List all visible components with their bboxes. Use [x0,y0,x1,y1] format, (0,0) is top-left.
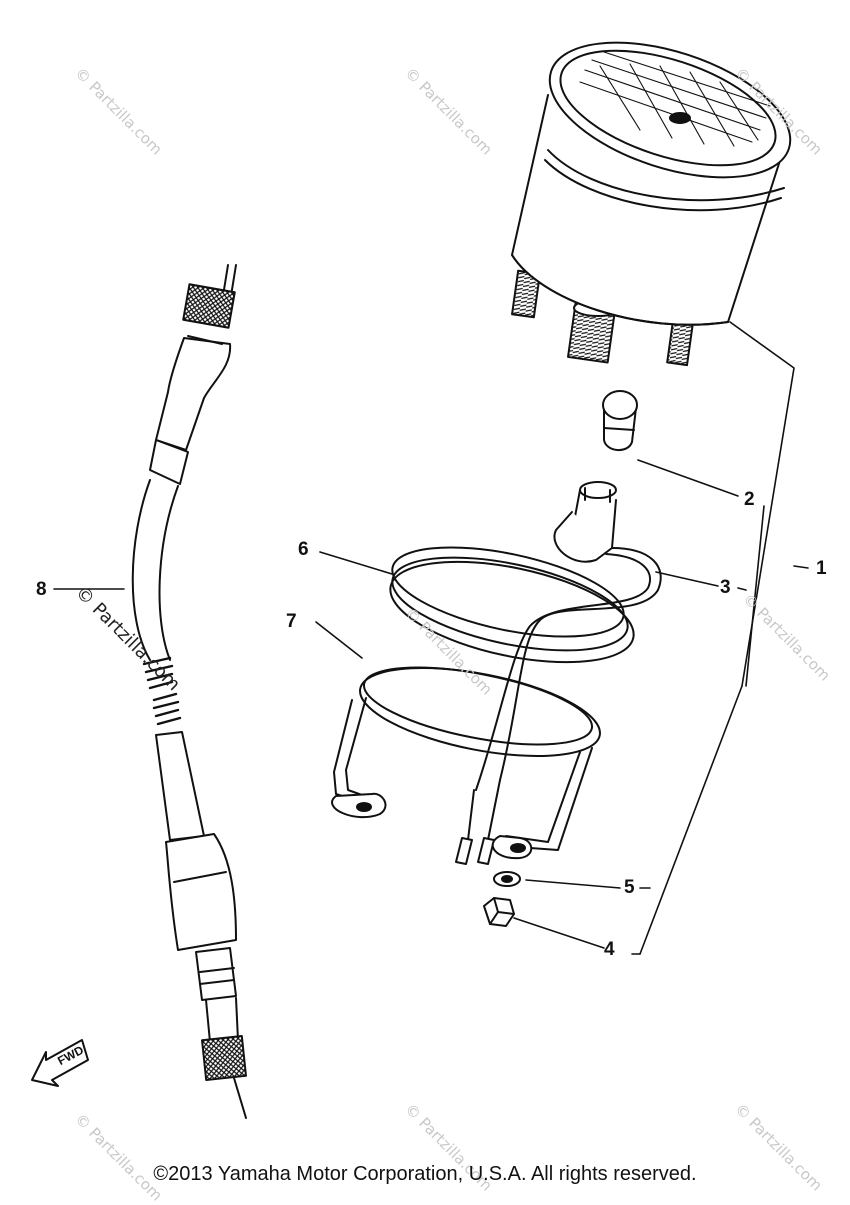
callout-1: 1 [816,558,827,579]
callout-2: 2 [744,489,755,510]
nut [483,897,515,927]
callout-6: 6 [298,539,309,560]
cable-spring [142,656,182,726]
bulb [602,390,638,451]
callout-8: 8 [36,579,47,600]
copyright-notice: ©2013 Yamaha Motor Corporation, U.S.A. A… [153,1163,697,1185]
cushion-ring [389,546,635,664]
meter-bracket [331,666,601,860]
leader-lines [53,321,809,955]
speedometer-cable [131,264,247,1119]
callout-4: 4 [604,939,615,960]
speedometer-assembly [511,41,792,367]
callout-5: 5 [624,877,635,898]
washer [493,871,521,887]
callout-7: 7 [286,611,297,632]
speedometer-dial-face [579,51,771,147]
speedometer-bezel [548,41,792,179]
callout-3: 3 [720,577,731,598]
fwd-arrow [31,1039,89,1087]
bulb-socket [455,481,662,865]
